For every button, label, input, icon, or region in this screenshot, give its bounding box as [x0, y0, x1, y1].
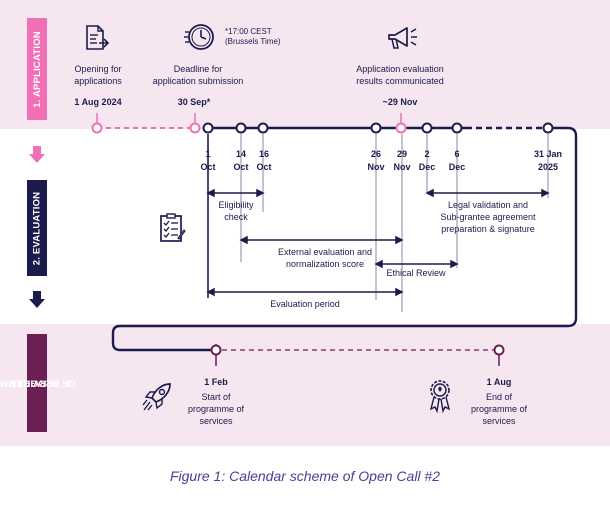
marker-16-oct: [257, 122, 269, 134]
marker-opening: [91, 122, 103, 134]
end-label: End of programme of services: [470, 392, 528, 426]
marker-31-jan: [542, 122, 554, 134]
application-band: [0, 0, 610, 129]
results-date: ~29 Nov: [382, 97, 418, 107]
stage-label-application: 1. APPLICATION: [27, 18, 47, 120]
marker-29-nov: [395, 122, 407, 134]
rocket-icon: [142, 383, 171, 411]
award-ribbon-icon: [429, 380, 451, 414]
end-date: 1 Aug: [486, 377, 512, 387]
marker-deadline: [189, 122, 201, 134]
deadline-date: 30 Sep*: [177, 97, 211, 107]
eligibility-label: Eligibility check: [218, 200, 254, 222]
marker-1-oct: [202, 122, 214, 134]
deadline-label: Deadline for application submission: [152, 64, 244, 86]
start-label: Start of programme of services: [187, 392, 245, 426]
services-band: [0, 324, 610, 446]
clipboard-checklist-icon: [160, 213, 186, 242]
opening-date: 1 Aug 2024: [74, 97, 122, 107]
marker-14-oct: [235, 122, 247, 134]
deadline-note: *17:00 CEST (Brussels Time): [225, 27, 281, 46]
stage-label-evaluation: 2. EVALUATION: [27, 180, 47, 276]
figure-caption: Figure 1: Calendar scheme of Open Call #…: [169, 468, 441, 484]
marker-6-dec: [451, 122, 463, 134]
marker-1-aug: [493, 344, 505, 356]
megaphone-icon: [388, 27, 417, 49]
opening-label: Opening for applications: [74, 64, 122, 86]
evaluation-period-label: Evaluation period: [270, 299, 340, 309]
marker-2-dec: [421, 122, 433, 134]
start-date: 1 Feb: [204, 377, 228, 387]
marker-1-feb: [210, 344, 222, 356]
stopwatch-icon: [184, 24, 214, 50]
stage-arrow-navy-icon: [29, 291, 45, 308]
ethical-review-label: Ethical Review: [386, 268, 446, 278]
loop-connector: [111, 126, 578, 352]
results-label: Application evaluation results communica…: [356, 64, 444, 86]
stage-arrow-pink-icon: [29, 146, 45, 163]
external-evaluation-label: External evaluation and normalization sc…: [277, 247, 373, 269]
document-send-icon: [86, 25, 110, 50]
legal-label: Legal validation and Sub-grantee agreeme…: [440, 200, 536, 234]
marker-26-nov: [370, 122, 382, 134]
